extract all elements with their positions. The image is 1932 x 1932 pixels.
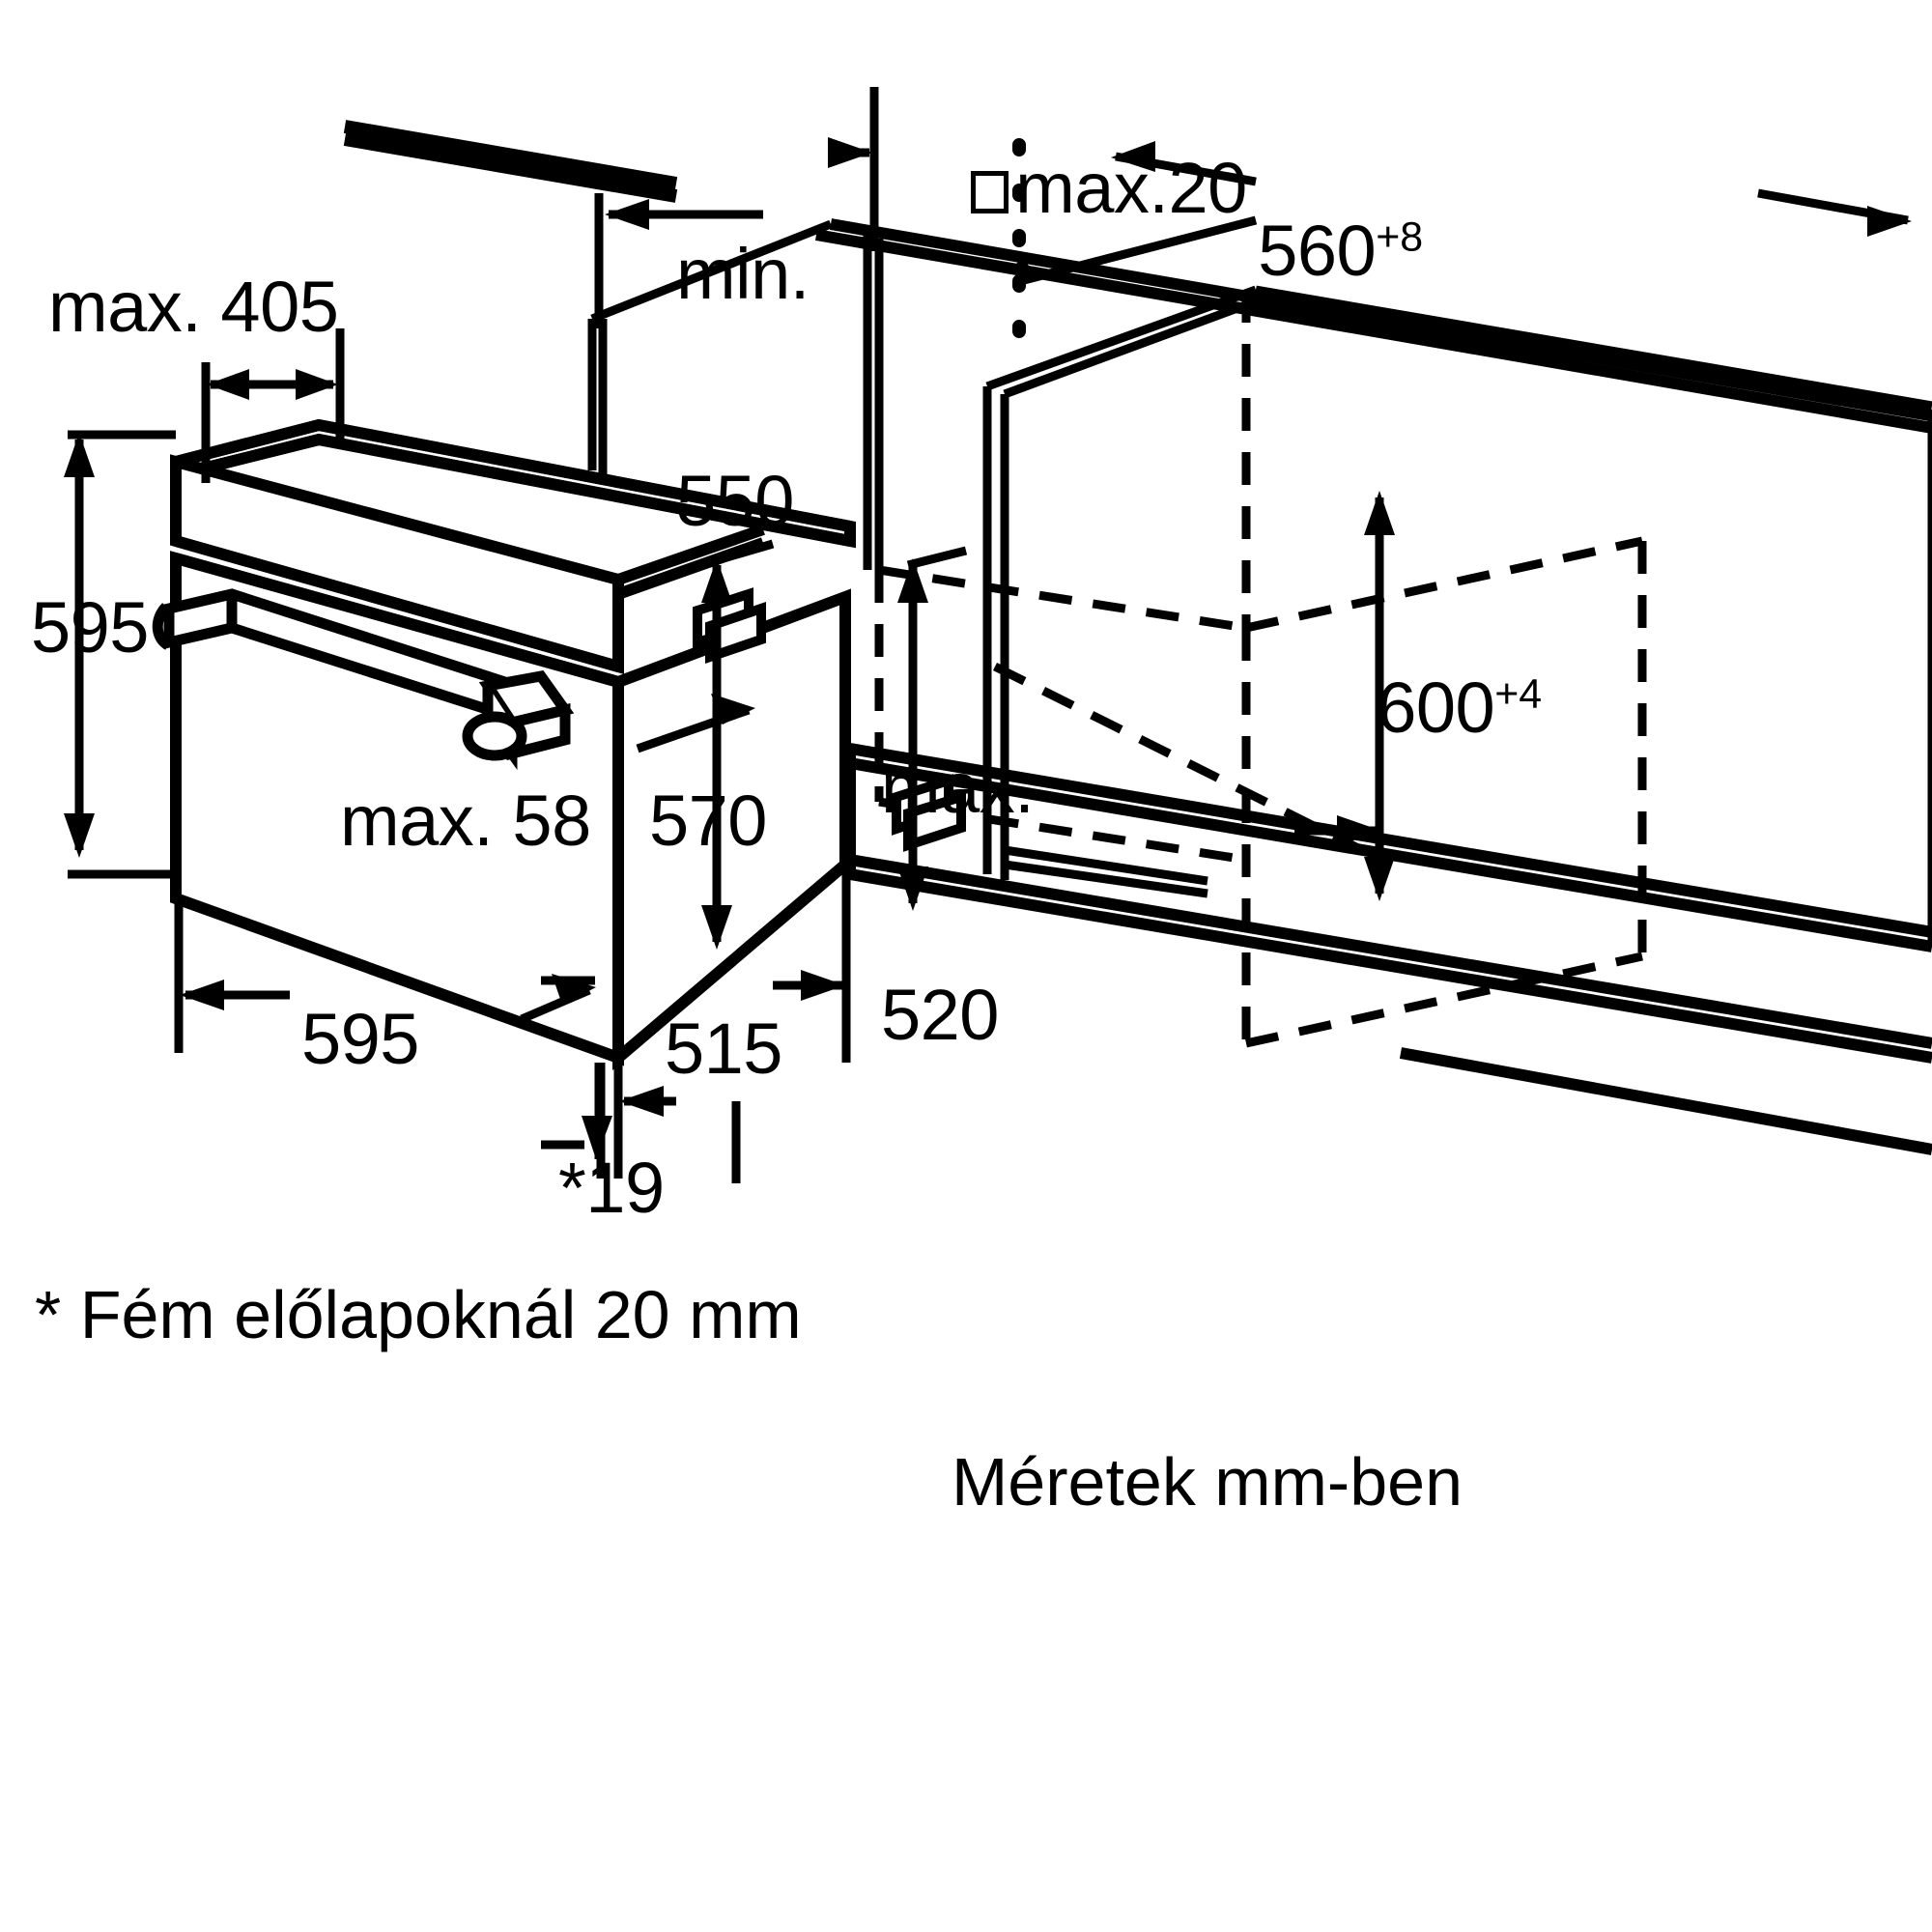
niche-divider-post — [863, 235, 884, 576]
oven-side-face — [612, 588, 851, 1070]
units-note-text: Méretek mm-ben — [952, 1444, 1463, 1520]
oven-top-plate-b — [174, 433, 852, 547]
cabinet-top-right-edge-2 — [1255, 297, 1932, 422]
dim-max-405 — [201, 328, 345, 483]
cabinet-top-inner-edge-2 — [1003, 297, 1258, 399]
dim-570 — [701, 539, 775, 950]
dim-label-600-plus4: 600+4 — [1377, 667, 1543, 748]
cabinet-side-vent — [892, 774, 966, 852]
worktop-left-edge — [343, 120, 678, 203]
dim-label-max-20: max.20 — [894, 77, 1247, 300]
cabinet-bottom-post — [982, 773, 1009, 880]
niche-left-post — [587, 319, 608, 477]
dim-label-min-550: min. 550 — [676, 233, 810, 542]
dim-595-height — [64, 430, 176, 879]
dim-label-570: 570 — [649, 781, 767, 861]
dim-label-595-width: 595 — [301, 999, 419, 1079]
cabinet-top-right-edge — [1255, 285, 1932, 411]
oven-control-panel-line — [174, 535, 620, 672]
oven-side-vent — [693, 587, 766, 664]
oven-handle-left-cap — [152, 603, 172, 650]
dim-label-max-520: max. 520 — [881, 747, 1035, 1056]
oven-handle-knob — [462, 669, 575, 771]
cabinet-bottom-panel-2 — [848, 854, 1932, 1064]
dim-label-595-height: 595 — [31, 587, 149, 668]
niche-hidden-edges — [874, 536, 1647, 1048]
dim-600-plus4 — [1294, 491, 1395, 901]
cabinet-bottom-shelf-edge — [1004, 845, 1208, 886]
oven-top-plate — [174, 418, 852, 532]
dim-560-plus8 — [1022, 141, 1912, 285]
dim-star-19 — [541, 1063, 741, 1183]
oven-panel-top-edge — [616, 524, 765, 585]
cabinet-lower-outline — [1399, 1047, 1932, 1155]
dim-595-width — [174, 903, 604, 1159]
niche-front-top-link — [590, 219, 833, 324]
max20-dot — [1015, 261, 1029, 274]
dim-label-star-19: *19 — [558, 1148, 665, 1228]
dim-label-max-58: max. 58 — [340, 781, 591, 861]
square-symbol-icon — [971, 171, 1009, 214]
cabinet-bottom-panel — [848, 743, 1932, 952]
dim-label-515: 515 — [665, 1009, 782, 1089]
cabinet-bottom-shelf-edge-2 — [1004, 860, 1208, 898]
dim-min-550 — [594, 87, 879, 328]
dim-label-max-405: max. 405 — [48, 267, 339, 347]
cabinet-top-inner-edge — [985, 285, 1258, 391]
dim-label-560-plus8: 560+8 — [1258, 210, 1424, 291]
dim-max-520 — [897, 546, 968, 911]
footnote-text: * Fém előlapoknál 20 mm — [35, 1277, 802, 1352]
